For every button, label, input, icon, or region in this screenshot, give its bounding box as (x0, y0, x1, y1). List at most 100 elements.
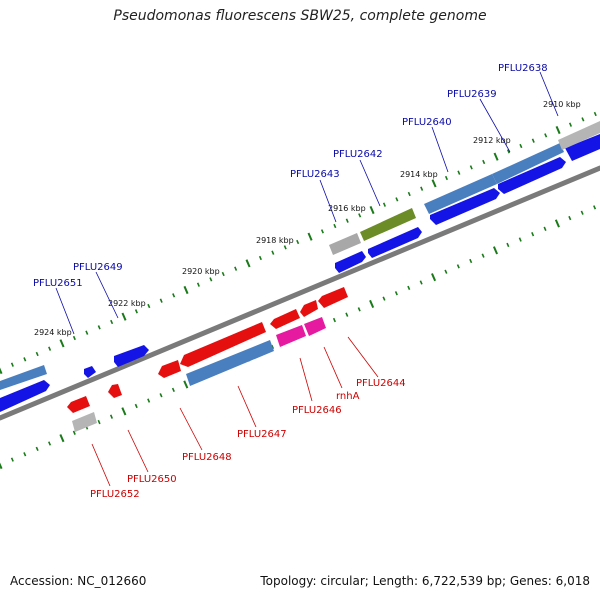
scale-tick (307, 232, 313, 241)
scale-tick (121, 407, 127, 416)
gene-label-pflu2651[interactable]: PFLU2651 (33, 278, 83, 289)
scale-tick (492, 246, 498, 255)
scale-tick (10, 362, 14, 367)
scale-tick (568, 122, 573, 127)
scale-tick (97, 419, 101, 425)
scale-tick (320, 229, 324, 234)
scale-tick (271, 250, 275, 255)
scale-tick (481, 253, 485, 258)
scale-tick (358, 213, 362, 218)
gene-label-pflu2646[interactable]: PFLU2646 (292, 405, 342, 416)
scale-tick (456, 264, 460, 269)
scale-tick (147, 398, 151, 403)
scale-tick (554, 219, 560, 228)
scale-tick (382, 296, 386, 301)
forward-strand-genes (0, 121, 600, 412)
gene-pflu2651-shape[interactable] (0, 380, 50, 412)
scale-tick (72, 430, 76, 435)
gene-label-pflu2648[interactable]: PFLU2648 (182, 452, 232, 463)
gene-pflu2648-shape[interactable] (158, 360, 181, 378)
scale-tick (35, 446, 39, 452)
scale-tick (171, 387, 175, 393)
gene-label-pflu2649[interactable]: PFLU2649 (73, 262, 123, 273)
gene-pflu2650-shape[interactable] (108, 384, 122, 398)
scale-label-2918: 2918 kbp (256, 236, 294, 245)
scale-tick (593, 205, 597, 210)
scale-tick (258, 255, 262, 261)
scale-label-2924: 2924 kbp (34, 328, 72, 337)
scale-tick (147, 303, 151, 309)
scale-tick (382, 202, 386, 207)
scale-tick (345, 312, 349, 317)
gene-label-pflu2642[interactable]: PFLU2642 (333, 149, 383, 160)
scale-tick (469, 258, 473, 264)
scale-tick (159, 393, 163, 398)
scale-tick (369, 299, 375, 309)
gene-pflu2646-shape[interactable] (270, 309, 300, 329)
scale-tick (110, 319, 114, 325)
gene-label-pflu2643[interactable]: PFLU2643 (290, 169, 340, 180)
scale-tick (357, 307, 361, 312)
scale-tick (593, 111, 597, 117)
scale-tick (555, 125, 561, 135)
scale-tick (394, 291, 398, 296)
scale-label-2910: 2910 kbp (543, 100, 581, 109)
gene-pflu2639-shape[interactable] (498, 157, 566, 194)
gene-pflu2644-shape[interactable] (318, 287, 348, 308)
gene-label-pflu2639[interactable]: PFLU2639 (447, 89, 497, 100)
gene-label-pflu2650[interactable]: PFLU2650 (127, 474, 177, 485)
scale-label-2912: 2912 kbp (473, 136, 511, 145)
scale-tick (221, 271, 225, 277)
gene-pflu2642-band (360, 208, 416, 241)
scale-tick (72, 335, 76, 341)
gene-label-rnha[interactable]: rnhA (336, 391, 360, 402)
scale-tick (296, 239, 300, 245)
gene-pflu2647-shape[interactable] (180, 322, 266, 367)
gene-pflu2649b-shape[interactable] (84, 366, 96, 378)
scale-tick (183, 380, 189, 389)
gene-label-pflu2652[interactable]: PFLU2652 (90, 489, 140, 500)
leader-lines (55, 71, 559, 487)
scale-tick (48, 441, 52, 446)
scale-tick (568, 215, 572, 221)
accession-text: Accession: NC_012660 (10, 574, 147, 588)
scale-tick (431, 273, 437, 282)
scale-tick (209, 277, 213, 282)
scale-tick (420, 186, 424, 191)
gene-label-pflu2644[interactable]: PFLU2644 (356, 378, 406, 389)
scale-tick (159, 298, 163, 303)
gene-pflu2647-band (186, 340, 274, 386)
scale-tick (506, 149, 511, 154)
gene-pflu2649-shape[interactable] (114, 345, 149, 367)
scale-tick (531, 232, 535, 237)
scale-tick (333, 223, 337, 229)
scale-tick (23, 452, 27, 457)
scale-tick (0, 367, 3, 375)
scale-label-2916: 2916 kbp (328, 204, 366, 213)
gene-label-pflu2640[interactable]: PFLU2640 (402, 117, 452, 128)
scale-tick (519, 143, 523, 149)
gene-pflu2640-band (424, 174, 497, 214)
scale-tick (245, 259, 251, 268)
gene-pflu2643-shape[interactable] (335, 251, 366, 273)
gene-label-pflu2647[interactable]: PFLU2647 (237, 429, 287, 440)
scale-label-2914: 2914 kbp (400, 170, 438, 179)
scale-tick (109, 414, 114, 419)
scale-tick (407, 285, 411, 291)
scale-tick (444, 269, 448, 274)
gene-rnha-shape[interactable] (300, 300, 318, 317)
scale-tick (35, 351, 39, 357)
scale-tick (531, 138, 535, 143)
reverse-strand-genes (67, 287, 348, 432)
scale-tick (482, 159, 486, 165)
scale-tick (59, 339, 65, 348)
gene-pflu2652-shape[interactable] (67, 396, 90, 413)
scale-tick (10, 457, 14, 462)
scale-tick (369, 205, 375, 215)
scale-tick (544, 133, 548, 138)
gene-pflu2638-shape[interactable] (565, 134, 600, 161)
gene-pflu2640-shape[interactable] (430, 188, 500, 225)
gene-pflu2642-shape[interactable] (368, 227, 422, 258)
gene-label-pflu2638[interactable]: PFLU2638 (498, 63, 548, 74)
scale-ticks-outer (0, 111, 597, 375)
